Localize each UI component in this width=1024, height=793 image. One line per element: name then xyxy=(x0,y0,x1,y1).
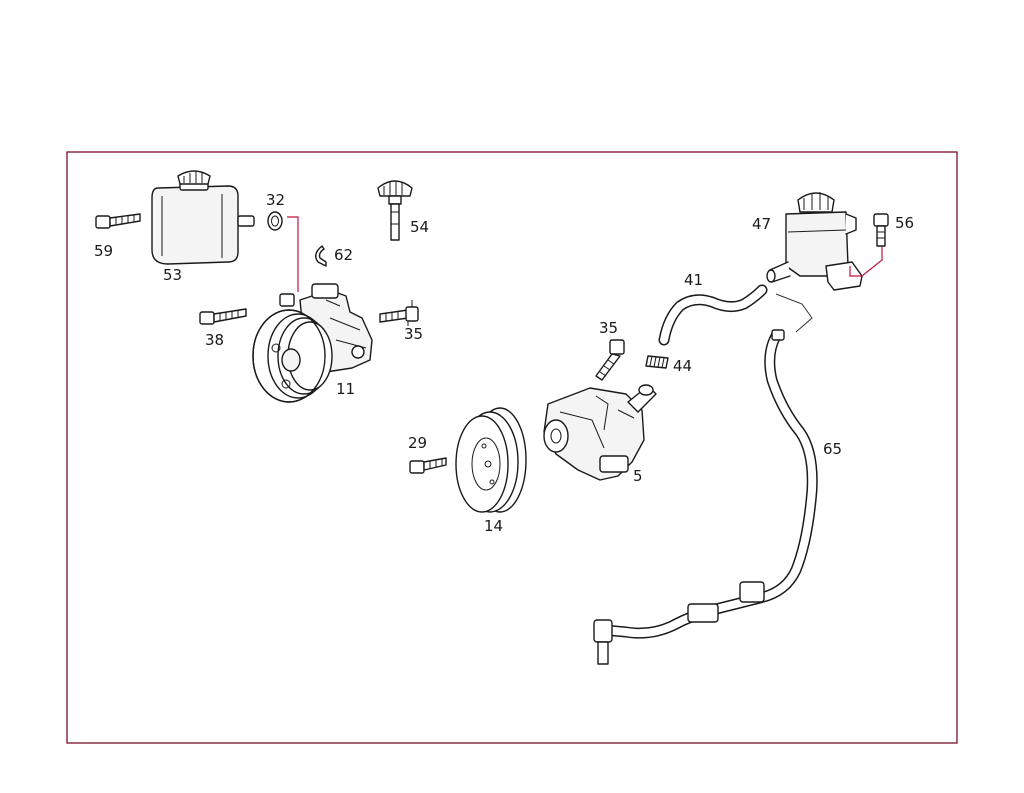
pulley-14[interactable] xyxy=(455,407,527,513)
callout-47: 47 xyxy=(752,215,771,233)
callout-35-lower: 35 xyxy=(599,319,618,337)
pump-5[interactable] xyxy=(543,384,657,481)
reservoir-53[interactable] xyxy=(151,170,255,265)
clamp-44[interactable] xyxy=(645,355,669,369)
screw-56[interactable] xyxy=(873,213,889,247)
seal-ring-32[interactable] xyxy=(267,211,283,231)
callout-29: 29 xyxy=(408,434,427,452)
hose-41[interactable] xyxy=(658,284,768,346)
reservoir-47[interactable] xyxy=(766,192,863,291)
bolt-35-lower[interactable] xyxy=(595,339,625,381)
bolt-29[interactable] xyxy=(409,457,447,474)
callout-54: 54 xyxy=(410,218,429,236)
callout-35-upper: 35 xyxy=(404,325,423,343)
callout-5: 5 xyxy=(633,467,643,485)
leader-32 xyxy=(287,216,299,292)
clip-62[interactable] xyxy=(315,245,327,267)
leader-47-hose xyxy=(775,293,813,333)
callout-32: 32 xyxy=(266,191,285,209)
pump-assembly-11[interactable] xyxy=(252,283,373,403)
callout-62: 62 xyxy=(334,246,353,264)
dipstick-cap-54[interactable] xyxy=(377,180,413,241)
bolt-35-upper[interactable] xyxy=(379,300,419,326)
bolt-38[interactable] xyxy=(199,308,247,325)
pressure-line-65[interactable] xyxy=(593,329,818,665)
callout-59: 59 xyxy=(94,242,113,260)
callout-53: 53 xyxy=(163,266,182,284)
callout-11: 11 xyxy=(336,380,355,398)
leader-47 xyxy=(849,246,883,277)
callout-38: 38 xyxy=(205,331,224,349)
callout-44: 44 xyxy=(673,357,692,375)
callout-56: 56 xyxy=(895,214,914,232)
callout-41: 41 xyxy=(684,271,703,289)
diagram-frame xyxy=(66,151,958,744)
callout-65: 65 xyxy=(823,440,842,458)
callout-14: 14 xyxy=(484,517,503,535)
bolt-59[interactable] xyxy=(95,213,141,229)
